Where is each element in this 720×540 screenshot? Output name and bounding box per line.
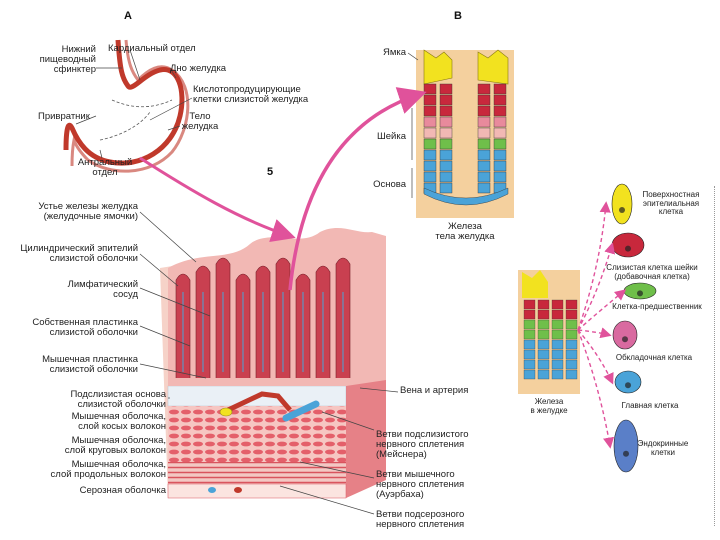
stomach-outline [63, 39, 190, 173]
label-columnar-epithelium: Цилиндрический эпителий слизистой оболоч… [20, 243, 138, 264]
label-submucosa: Подслизистая основа слизистой оболочки [70, 389, 166, 410]
panel-number-5: 5 [267, 166, 274, 178]
gland-leaders [407, 52, 419, 198]
label-small-gland: Железа в желудке [530, 397, 568, 415]
separator-line [714, 186, 715, 526]
stomach-leaders [75, 49, 193, 159]
label-endocrine-cell: Эндокринные клетки [637, 439, 689, 457]
label-subserosal-plexus: Ветви подсерозного нервного сплетения [376, 509, 465, 530]
label-serosa: Серозная оболочка [79, 485, 166, 496]
label-lymph-vessel: Лимфатический сосуд [67, 279, 138, 300]
label-oblique-muscle: Мышечная оболочка, слой косых волокон [71, 411, 166, 432]
zoom-arrows [139, 87, 427, 291]
label-surface-cell: Поверхностная эпителиальная клетка [642, 190, 700, 216]
cell-arrows [577, 201, 627, 449]
label-longitudinal-muscle: Мышечная оболочка, слой продольных волок… [50, 459, 166, 480]
label-meissner-plexus: Ветви подслизистого нервного сплетения (… [376, 429, 469, 460]
wall-leaders [139, 211, 399, 515]
label-pit: Ямка [382, 47, 406, 58]
gastric-gland [416, 49, 514, 218]
label-neck-cell: Слизистая клетка шейки (добавочная клетк… [606, 263, 698, 281]
label-base: Основа [373, 179, 406, 190]
label-parietal-cell: Обкладочная клетка [615, 353, 693, 362]
label-progenitor-cell: Клетка-предшественник [612, 302, 702, 311]
label-cardia: Кардиальный отдел [108, 43, 196, 54]
label-vein-artery: Вена и артерия [400, 385, 469, 396]
cell-figures [611, 183, 657, 473]
label-auerbach-plexus: Ветви мышечного нервного сплетения (Ауэр… [376, 469, 465, 500]
label-gland-caption: Железа тела желудка [435, 221, 495, 242]
label-lamina-propria: Собственная пластинка слизистой оболочки [32, 317, 138, 338]
stomach-wall [160, 227, 386, 499]
label-neck: Шейка [377, 131, 406, 142]
label-circular-muscle: Мышечная оболочка, слой круговых волокон [64, 435, 166, 456]
label-body: Тело желудка [181, 111, 219, 132]
panel-letter-b: B [454, 10, 462, 22]
panel-letter-a: A [124, 10, 132, 22]
label-gland-opening: Устье железы желудка (желудочные ямочки) [38, 201, 138, 222]
label-lower-sphincter: Нижний пищеводный сфинктер [39, 44, 96, 75]
label-antrum: Антральный отдел [77, 157, 133, 178]
label-fundus: Дно желудка [170, 63, 227, 74]
label-muscularis-mucosae: Мышечная пластинка слизистой оболочки [42, 354, 138, 375]
label-pylorus: Привратник [38, 111, 90, 122]
label-chief-cell: Главная клетка [621, 401, 679, 410]
label-mucous-cells: Кислотопродуцирующие клетки слизистой же… [193, 84, 309, 105]
small-gland [518, 270, 580, 394]
